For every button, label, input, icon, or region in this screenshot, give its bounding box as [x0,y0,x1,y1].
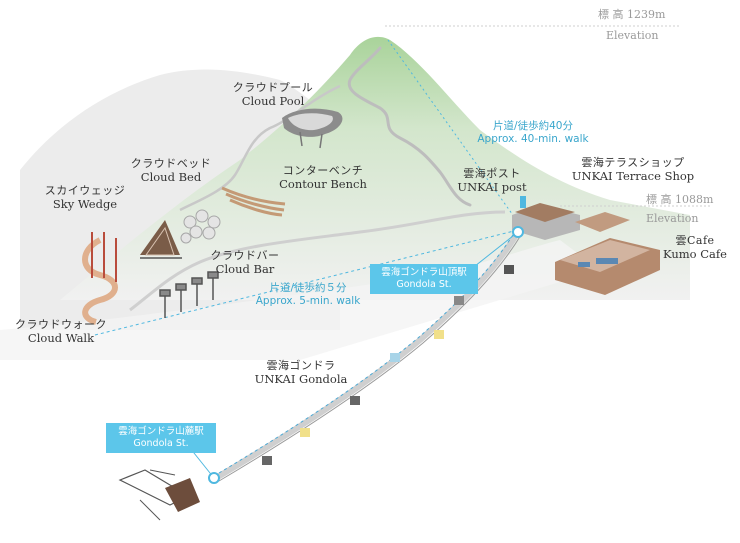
base-station-leader [189,447,215,479]
cloud-walk-en: Cloud Walk [27,330,95,345]
elevation-summit-label: Elevation [606,29,659,42]
gondola-en: UNKAI Gondola [254,371,348,386]
sky-wedge-structure [140,220,182,259]
elevation-station-value: 標 高 1088m [646,193,714,206]
base-station-jp: 雲海ゴンドラ山麓駅 [118,426,204,437]
summit-station-building [512,203,580,240]
gondola-jp: 雲海ゴンドラ [266,359,336,372]
cloud-walk-time: 片道/徒歩約５分 Approx. 5-min. walk [252,282,364,307]
lower-slope [0,240,600,360]
summit-walk-jp: 片道/徒歩約40分 [493,120,573,132]
cloud-walk-jp: クラウドウォーク [15,318,107,331]
gondola-cabin [504,265,514,274]
gondola-cabin [454,296,464,305]
gondola-cable [213,229,522,482]
contour-bench-jp: コンターベンチ [282,164,364,177]
cloud-walk-footpath [129,210,506,312]
terrace-shop-label: 雲海テラスショップ UNKAI Terrace Shop [568,156,698,183]
base-station-building [118,469,200,521]
gondola-label: 雲海ゴンドラ UNKAI Gondola [246,359,356,386]
cloud-pool-en: Cloud Pool [241,93,305,108]
cloud-walk-time-jp: 片道/徒歩約５分 [269,282,347,294]
summit-walk-en: Approx. 40-min. walk [477,132,589,145]
cloud-bar-structure [159,271,219,318]
sky-wedge-jp: スカイウェッジ [44,184,126,197]
cloud-bed-en: Cloud Bed [140,169,202,184]
kumo-cafe-en: Kumo Cafe [663,246,727,261]
elevation-summit-value: 標 高 1239m [598,8,666,21]
plateau-footpath [179,84,341,212]
gondola-cabin [434,330,444,339]
unkai-post-en: UNKAI post [457,179,527,194]
top-station-marker [512,226,524,238]
top-station-en: Gondola St. [396,278,452,290]
terrace-shop-en: UNKAI Terrace Shop [571,168,695,183]
cloud-walk-time-en: Approx. 5-min. walk [255,294,361,307]
sky-wedge-en: Sky Wedge [52,196,118,211]
gondola-cabin [300,428,310,437]
gondola-cabin [262,456,272,465]
cloud-bar-jp: クラウドバー [210,249,280,262]
unkai-post-label: 雲海ポスト UNKAI post [440,167,544,194]
contour-bench-en: Contour Bench [279,176,367,191]
base-station-en: Gondola St. [133,437,189,449]
gondola-cabin [350,396,360,405]
cloud-walk-structure [82,232,118,325]
base-station-marker [208,472,220,484]
cloud-pool-label: クラウドプール Cloud Pool [218,81,328,108]
summit-footpath [347,46,472,207]
base-station-box: 雲海ゴンドラ山麓駅 Gondola St. [106,423,216,453]
cloud-bed-structure [180,209,221,244]
terrace-shop-jp: 雲海テラスショップ [581,156,685,169]
contour-bench-structure [221,186,286,217]
sky-wedge-label: スカイウェッジ Sky Wedge [30,184,140,211]
cloud-bar-en: Cloud Bar [215,261,275,276]
unkai-post-marker [520,196,526,208]
elevation-station-label: Elevation [646,212,699,225]
cloud-bed-label: クラウドベッド Cloud Bed [116,157,226,184]
terrace-shop-building [555,212,660,295]
unkai-post-jp: 雲海ポスト [463,167,521,180]
kumo-cafe-label: 雲Cafe Kumo Cafe [656,234,734,261]
cloud-pool-jp: クラウドプール [232,81,314,94]
contour-bench-label: コンターベンチ Contour Bench [268,164,378,191]
kumo-cafe-jp: 雲Cafe [675,234,715,247]
top-station-box: 雲海ゴンドラ山頂駅 Gondola St. [370,264,478,294]
gondola-cabin [390,353,400,362]
cloud-bed-jp: クラウドベッド [130,157,212,170]
cloud-bar-label: クラウドバー Cloud Bar [190,249,300,276]
gondola-cabins [262,265,514,465]
top-station-leader [469,231,519,271]
summit-walk-time: 片道/徒歩約40分 Approx. 40-min. walk [470,120,596,145]
cloud-pool-structure [282,108,343,149]
top-station-jp: 雲海ゴンドラ山頂駅 [381,267,467,278]
cloud-walk-label: クラウドウォーク Cloud Walk [6,318,116,345]
